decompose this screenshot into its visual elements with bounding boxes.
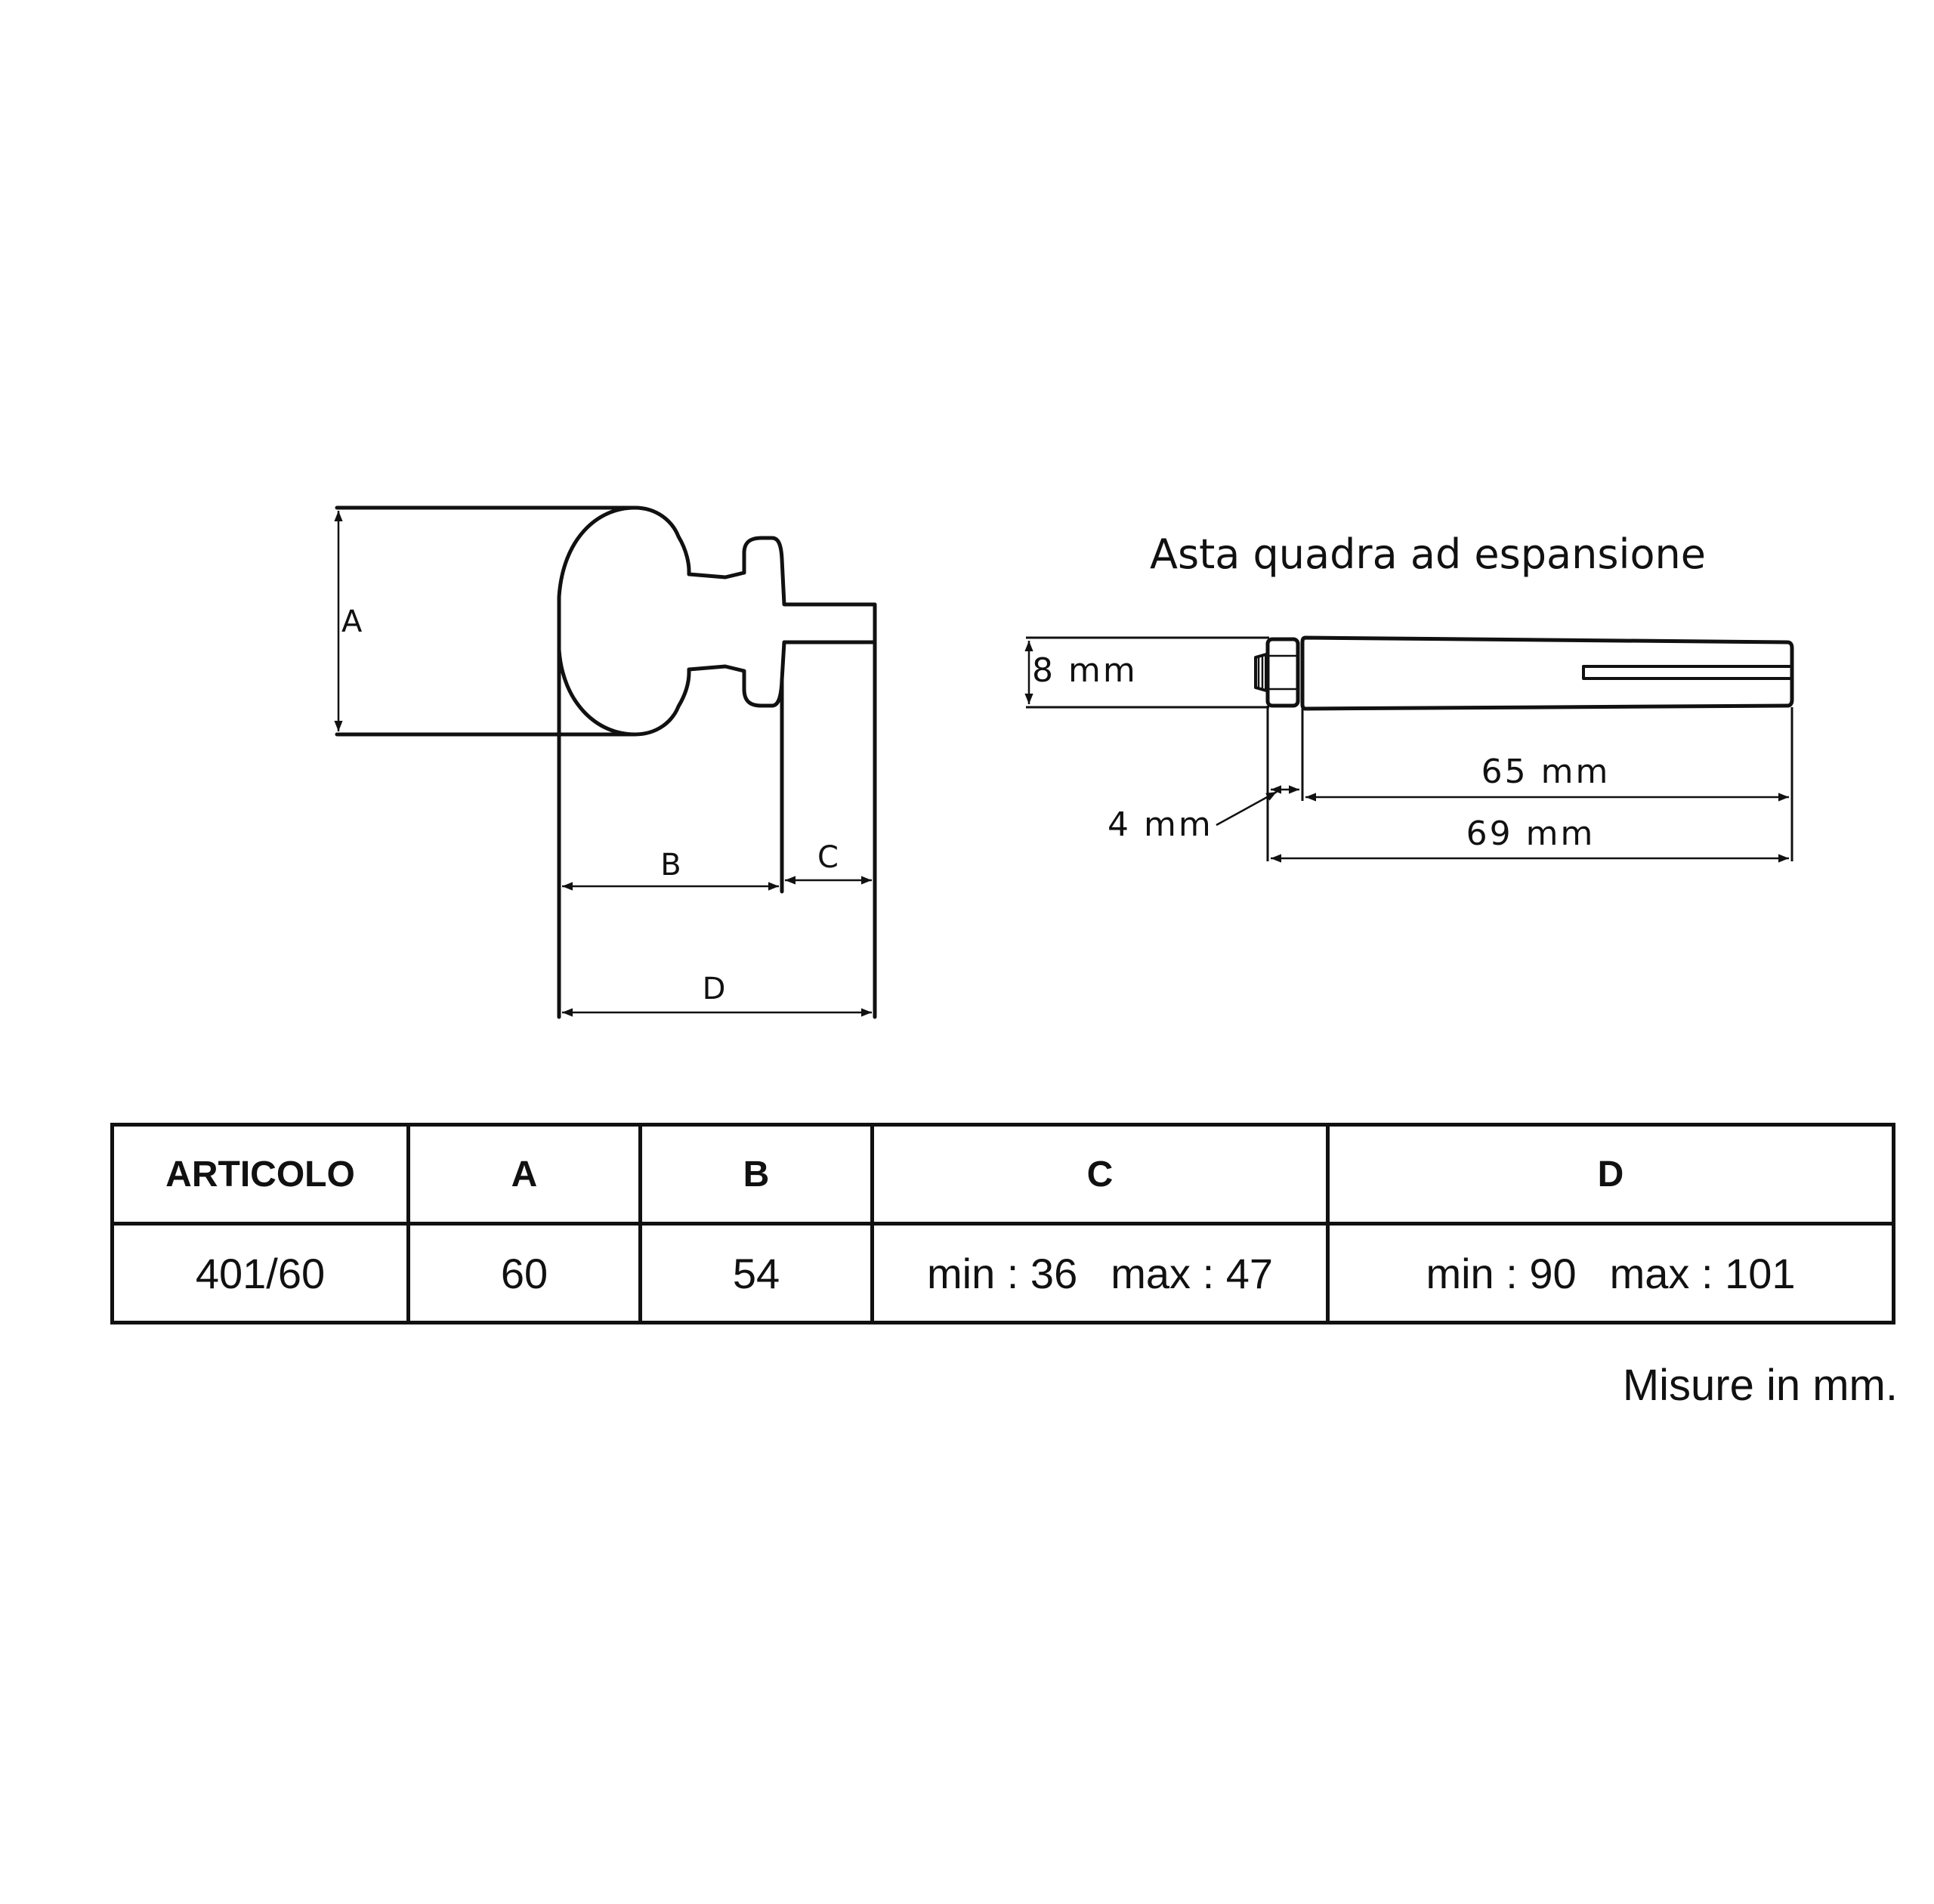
- technical-drawing: A B C D Asta quadra ad espansione 8 mm 4…: [334, 505, 1794, 1019]
- rod-body: [1300, 635, 1794, 711]
- knob-dimensions: [334, 511, 872, 1017]
- cell-c-min: min : 36: [927, 1249, 1078, 1297]
- label-b: B: [660, 848, 681, 882]
- cell-articolo: 401/60: [110, 1222, 410, 1324]
- cell-d-min: min : 90: [1426, 1249, 1577, 1297]
- cell-d: min : 90 max : 101: [1326, 1222, 1895, 1324]
- cell-c-max: max : 47: [1111, 1249, 1273, 1297]
- label-8mm: 8 mm: [1032, 651, 1138, 690]
- cell-b: 54: [638, 1222, 874, 1324]
- leader-line-4mm: [1216, 790, 1277, 827]
- header-d: D: [1326, 1123, 1895, 1226]
- rod-drawing: [1026, 635, 1794, 861]
- table-header-row: ARTICOLO A B C D: [110, 1123, 1895, 1226]
- header-b: B: [638, 1123, 874, 1226]
- header-articolo: ARTICOLO: [110, 1123, 410, 1226]
- knob-head-outline: [557, 505, 877, 737]
- cell-d-max: max : 101: [1609, 1249, 1796, 1297]
- label-a: A: [341, 604, 363, 639]
- label-4mm: 4 mm: [1108, 805, 1213, 844]
- cell-c: min : 36 max : 47: [870, 1222, 1330, 1324]
- rod-threaded-stud: [1254, 653, 1268, 692]
- dimensions-table: ARTICOLO A B C D 401/60 60 54 min : 36 ma…: [110, 1123, 1895, 1324]
- label-69mm: 69 mm: [1466, 814, 1596, 853]
- rod-hex-nut: [1265, 637, 1300, 708]
- table-row: 401/60 60 54 min : 36 max : 47 min : 90 ma…: [110, 1222, 1895, 1324]
- knob-drawing: [335, 505, 877, 1019]
- header-c: C: [870, 1123, 1330, 1226]
- header-a: A: [406, 1123, 642, 1226]
- rod-expansion-slot: [1582, 665, 1792, 680]
- label-65mm: 65 mm: [1481, 753, 1611, 791]
- units-note: Misure in mm.: [1622, 1361, 1898, 1410]
- label-d: D: [703, 972, 726, 1006]
- rod-title: Asta quadra ad espansione: [1150, 530, 1706, 578]
- label-c: C: [817, 840, 839, 875]
- rod-dimensions: [1024, 641, 1789, 863]
- cell-a: 60: [406, 1222, 642, 1324]
